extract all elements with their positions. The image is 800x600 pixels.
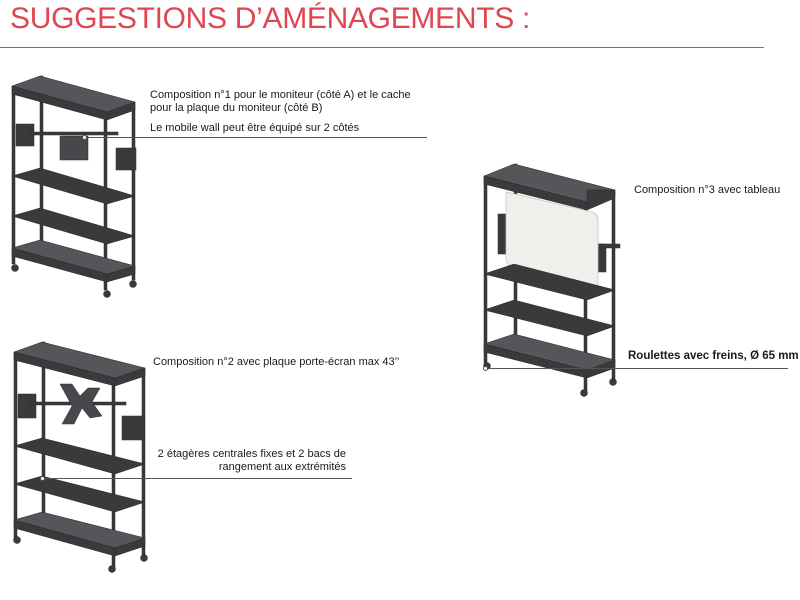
composition-1-leader-dot (82, 135, 87, 140)
composition-2-note-line-1: 2 étagères centrales fixes et 2 bacs de (157, 448, 346, 460)
composition-1-note: Le mobile wall peut être équipé sur 2 cô… (150, 122, 360, 134)
shelving-unit-composition-3 (483, 163, 621, 397)
page-title: SUGGESTIONS D’AMÉNAGEMENTS : (10, 2, 530, 35)
composition-2-caption: Composition n°2 avec plaque porte-écran … (153, 356, 400, 368)
shelving-unit-composition-1 (11, 75, 137, 298)
composition-2-note-line-2: rangement aux extrémités (218, 461, 346, 473)
composition-3-note: Roulettes avec freins, Ø 65 mm (628, 350, 799, 362)
composition-3-caption: Composition n°3 avec tableau (634, 184, 781, 196)
composition-2-leader-dot (40, 476, 45, 481)
composition-1-leader-line (84, 137, 427, 138)
composition-2-leader-line (42, 478, 352, 479)
composition-3-leader-line (486, 368, 788, 369)
composition-1-caption-line-1: Composition n°1 pour le moniteur (côté A… (150, 89, 411, 101)
composition-1-caption-line-2: pour la plaque du moniteur (côté B) (150, 102, 323, 114)
shelving-unit-composition-2 (13, 341, 148, 573)
composition-3-leader-dot (483, 366, 488, 371)
title-underline (0, 47, 764, 48)
